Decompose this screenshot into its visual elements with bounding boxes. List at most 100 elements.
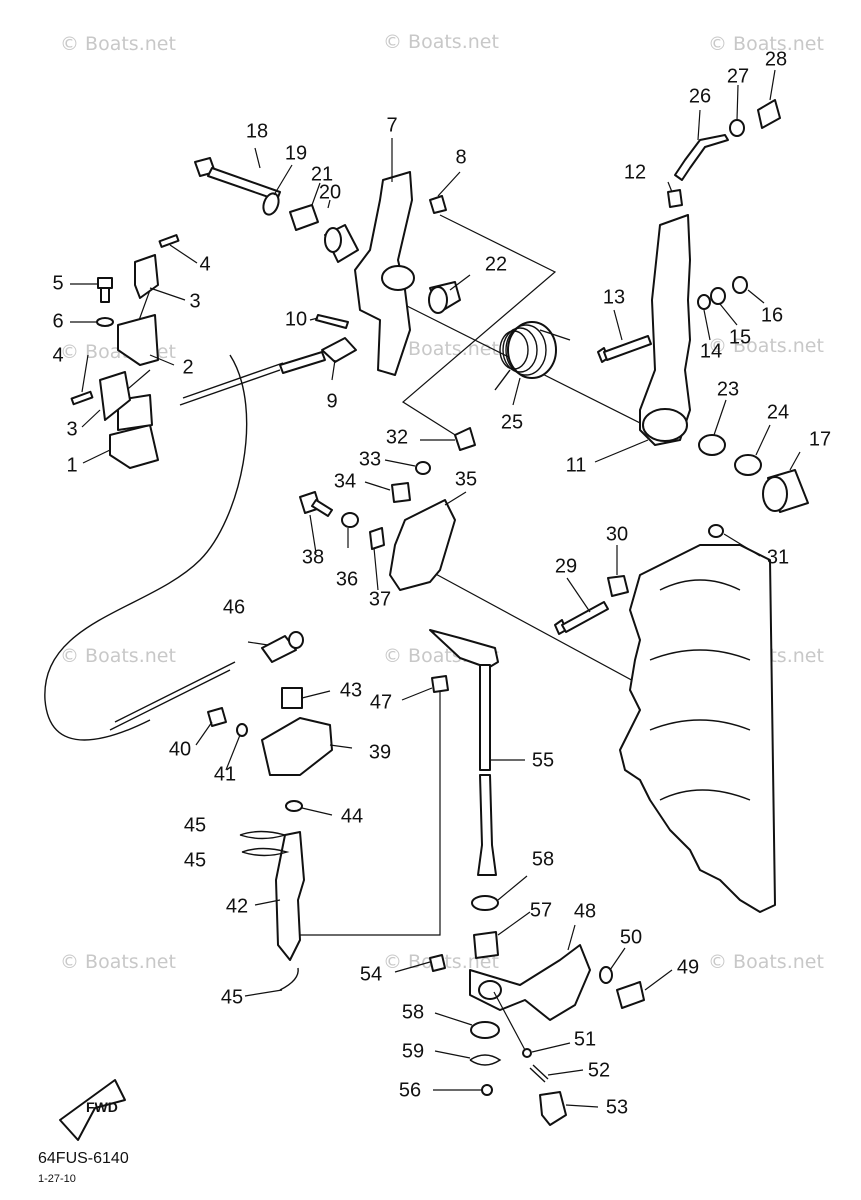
callout-13: 13	[603, 286, 625, 308]
bolt-49	[616, 981, 645, 1009]
washer-50	[599, 966, 613, 984]
arm-boss	[642, 408, 688, 442]
bolt-5-head	[97, 277, 113, 289]
diagram-code: 64FUS-6140	[38, 1150, 129, 1167]
callout-54: 54	[360, 963, 382, 985]
callout-19: 19	[285, 142, 307, 164]
callout-23: 23	[717, 378, 739, 400]
callout-18: 18	[246, 120, 268, 142]
callout-25: 25	[501, 411, 523, 433]
leader-lines	[70, 69, 801, 1108]
watermark: © Boats.net	[383, 338, 499, 360]
callout-27: 27	[727, 65, 749, 87]
bushing-22-flange	[428, 286, 448, 314]
screw-8	[429, 195, 447, 214]
nut-47	[431, 675, 449, 693]
cable-end-upper-b	[182, 362, 284, 399]
callout-48: 48	[574, 900, 596, 922]
callout-28: 28	[765, 48, 787, 70]
nut-27	[729, 119, 745, 137]
bracket-contours	[649, 579, 751, 801]
callout-3: 3	[66, 418, 77, 440]
washer-41	[236, 723, 248, 737]
callout-8: 8	[455, 146, 466, 168]
shift-rod-upper	[479, 664, 491, 771]
callout-50: 50	[620, 926, 642, 948]
callout-46: 46	[223, 596, 245, 618]
shift-lever-arm	[429, 629, 499, 669]
nut-12	[667, 189, 683, 208]
lever-boss	[381, 265, 415, 291]
callout-20: 20	[319, 181, 341, 203]
callout-51: 51	[574, 1028, 596, 1050]
callout-59: 59	[402, 1040, 424, 1062]
callout-4: 4	[199, 253, 210, 275]
callout-31: 31	[767, 546, 789, 568]
callout-29: 29	[555, 555, 577, 577]
callout-26: 26	[689, 85, 711, 107]
callout-34: 34	[334, 470, 356, 492]
bolt-40	[207, 707, 227, 727]
watermark: © Boats.net	[60, 951, 176, 973]
ball-joint-28	[757, 99, 781, 129]
rod-end-32	[454, 427, 476, 451]
callouts: 1 2 3 3 4 4 5 6 7 8 9 10 11 12 13 14 15 …	[52, 48, 831, 1118]
callout-38: 38	[302, 546, 324, 568]
collar-21	[289, 204, 319, 231]
cable-joint	[279, 351, 326, 374]
washer-23	[698, 434, 726, 456]
watermark: © Boats.net	[383, 31, 499, 53]
callout-58: 58	[402, 1001, 424, 1023]
clip-lower	[99, 371, 131, 421]
bushing-20-flange	[324, 227, 342, 253]
fwd-arrow: FWD	[59, 1079, 126, 1141]
callout-1: 1	[66, 454, 77, 476]
callout-14: 14	[700, 340, 722, 362]
shift-rod-lower	[477, 774, 497, 876]
ball-56	[481, 1084, 493, 1096]
nut-33	[415, 461, 431, 475]
date-code: 1-27-10	[38, 1173, 76, 1185]
callout-44: 44	[341, 805, 363, 827]
callout-45: 45	[184, 849, 206, 871]
callout-2: 2	[182, 356, 193, 378]
callout-58: 58	[532, 848, 554, 870]
pin-upper	[158, 234, 180, 248]
watermark: © Boats.net	[60, 33, 176, 55]
cable-bracket	[109, 424, 159, 469]
watermark: © Boats.net	[60, 645, 176, 667]
watermark: © Boats.net	[708, 951, 824, 973]
fwd-label: FWD	[86, 1099, 118, 1115]
callout-52: 52	[588, 1059, 610, 1081]
callout-43: 43	[340, 679, 362, 701]
callout-55: 55	[532, 749, 554, 771]
clip-10	[315, 314, 349, 329]
bolt-29-shank	[561, 601, 609, 633]
callout-49: 49	[677, 956, 699, 978]
callout-5: 5	[52, 272, 63, 294]
washer-14	[697, 294, 711, 310]
watermark: © Boats.net	[708, 335, 824, 357]
pin-lower	[70, 390, 94, 406]
clip-45-a	[239, 830, 288, 840]
callout-45: 45	[221, 986, 243, 1008]
bolt-38-shank	[311, 499, 333, 517]
callout-6: 6	[52, 310, 63, 332]
collar-43	[281, 687, 303, 709]
callout-30: 30	[606, 523, 628, 545]
cable-holder	[117, 314, 159, 366]
washer-58-upper	[471, 895, 499, 911]
exhaust-cover-bracket	[619, 544, 776, 913]
callout-22: 22	[485, 253, 507, 275]
callout-36: 36	[336, 568, 358, 590]
callout-41: 41	[214, 763, 236, 785]
spring-52	[529, 1064, 549, 1083]
clip-45-c	[279, 967, 299, 991]
screw-54	[429, 954, 446, 972]
callout-35: 35	[455, 468, 477, 490]
callout-9: 9	[326, 390, 337, 412]
callout-57: 57	[530, 899, 552, 921]
rod-end-46	[261, 635, 297, 663]
